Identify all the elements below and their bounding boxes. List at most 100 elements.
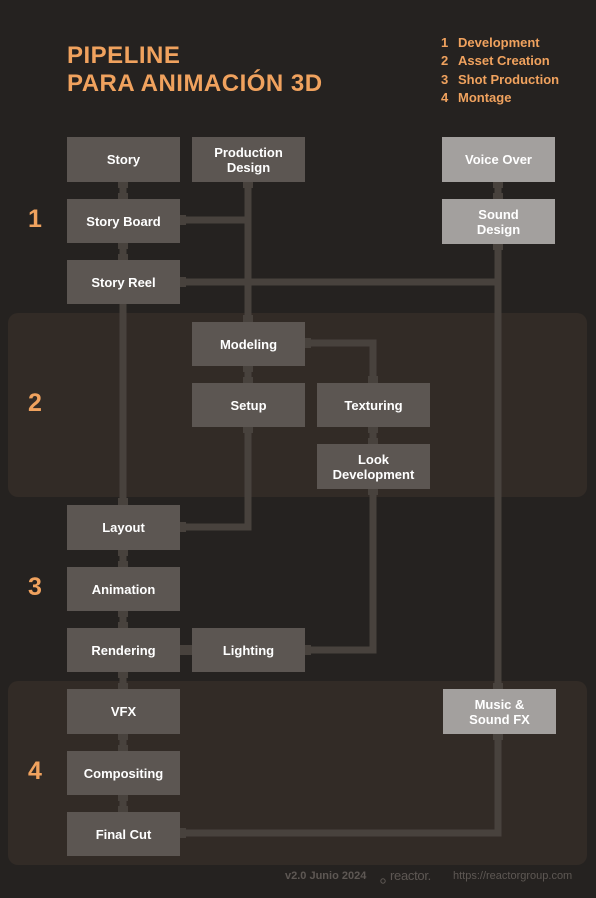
port-music-sound-fx-bottom	[493, 734, 503, 740]
port-story-reel-right	[180, 277, 186, 287]
page-title-line1: PIPELINE	[67, 42, 181, 69]
node-label: Voice Over	[465, 152, 532, 167]
port-sound-design-bottom	[493, 244, 503, 250]
node-label: Final Cut	[95, 826, 152, 842]
port-look-dev-top	[368, 438, 378, 444]
port-compositing-bottom	[118, 795, 128, 801]
legend-item: 2 Asset Creation	[441, 52, 559, 70]
port-modeling-top	[243, 315, 253, 322]
node-animation: Animation	[67, 567, 180, 611]
node-label: VFX	[110, 704, 137, 719]
port-animation-top	[118, 561, 128, 567]
port-animation-bottom	[118, 611, 128, 617]
port-sound-design-top	[493, 193, 503, 199]
node-label: Story Board	[86, 213, 161, 229]
port-story-board-top	[118, 193, 128, 199]
legend-label: Development	[458, 35, 540, 50]
node-vfx: VFX	[67, 689, 180, 734]
port-production-design-bottom	[243, 182, 253, 188]
port-setup-top	[243, 377, 253, 383]
port-voice-over-bottom	[493, 182, 503, 188]
legend-number: 2	[441, 53, 449, 69]
node-label: Rendering	[91, 642, 156, 658]
node-story-reel: Story Reel	[67, 260, 180, 304]
node-label: Compositing	[83, 765, 164, 781]
legend-label: Asset Creation	[458, 53, 550, 69]
node-lighting: Lighting	[192, 628, 305, 672]
legend-label: Montage	[458, 90, 512, 106]
port-rendering-top	[118, 622, 128, 628]
port-modeling-bottom	[243, 366, 253, 372]
node-layout: Layout	[67, 505, 180, 550]
node-final-cut: Final Cut	[67, 812, 180, 856]
node-label: Music & Sound FX	[469, 696, 530, 727]
footer-brand: reactor.	[390, 868, 431, 883]
node-label: Animation	[91, 581, 156, 597]
port-final-cut-top	[118, 806, 128, 812]
port-story-bottom	[118, 182, 128, 188]
port-setup-bottom	[243, 427, 253, 433]
node-label: Texturing	[344, 397, 403, 413]
node-label: Setup	[230, 397, 267, 413]
stage-number-1: 1	[28, 205, 42, 233]
legend-item: 1 Development	[441, 34, 559, 52]
node-label: Story	[106, 152, 141, 167]
page-title-line2: PARA ANIMACIÓN 3D	[67, 70, 323, 97]
node-setup: Setup	[192, 383, 305, 427]
port-lighting-left	[186, 645, 192, 655]
node-look-development: Look Development	[317, 444, 430, 489]
port-rendering-right	[180, 645, 186, 655]
port-vfx-bottom	[118, 734, 128, 740]
page-title: PIPELINE PARA ANIMACIÓN 3D	[67, 42, 323, 98]
legend-item: 4 Montage	[441, 89, 559, 107]
legend-number: 3	[441, 71, 449, 87]
port-modeling-right	[305, 338, 311, 348]
node-label: Production Design	[214, 144, 283, 175]
node-label: Lighting	[222, 642, 275, 658]
port-lighting-right	[305, 645, 311, 655]
port-story-board-bottom	[118, 243, 128, 249]
port-texturing-top	[368, 376, 378, 383]
port-compositing-top	[118, 745, 128, 751]
port-rendering-bottom	[118, 672, 128, 678]
legend-number: 1	[441, 35, 449, 50]
port-vfx-top	[118, 683, 128, 689]
node-modeling: Modeling	[192, 322, 305, 366]
port-texturing-bottom	[368, 427, 378, 433]
connector-look-dev-to-lighting	[301, 485, 377, 654]
node-label: Story Reel	[91, 274, 156, 290]
footer-url-link[interactable]: https://reactorgroup.com	[453, 870, 573, 882]
node-texturing: Texturing	[317, 383, 430, 427]
connector-sound-design-to-final-cut	[176, 240, 502, 837]
node-story-board: Story Board	[67, 199, 180, 243]
port-final-cut-right	[180, 828, 186, 838]
node-production-design: Production Design	[192, 137, 305, 182]
port-story-board-right	[180, 215, 186, 225]
port-layout-top	[118, 498, 128, 505]
stage-number-4: 4	[28, 757, 42, 785]
stage-number-3: 3	[28, 573, 42, 601]
node-voice-over: Voice Over	[442, 137, 555, 182]
node-sound-design: Sound Design	[442, 199, 555, 244]
port-layout-bottom	[118, 550, 128, 556]
port-music-sound-fx-top	[493, 683, 503, 689]
port-story-reel-top	[118, 254, 128, 260]
legend-item: 3 Shot Production	[441, 71, 559, 89]
footer-version: v2.0 Junio 2024	[285, 870, 367, 882]
legend-number: 4	[441, 90, 449, 106]
node-compositing: Compositing	[67, 751, 180, 795]
node-label: Modeling	[219, 336, 278, 352]
node-label: Sound Design	[476, 206, 521, 237]
node-label: Look Development	[332, 451, 415, 482]
reactor-logo-icon	[380, 878, 386, 884]
node-rendering: Rendering	[67, 628, 180, 672]
node-story: Story	[67, 137, 180, 182]
legend-label: Shot Production	[458, 71, 560, 87]
port-look-dev-bottom	[368, 489, 378, 495]
stage-number-2: 2	[28, 389, 42, 417]
node-label: Layout	[102, 520, 145, 535]
port-layout-right	[180, 522, 186, 532]
node-music-sound-fx: Music & Sound FX	[443, 689, 556, 734]
connector-setup-to-layout	[176, 423, 252, 531]
